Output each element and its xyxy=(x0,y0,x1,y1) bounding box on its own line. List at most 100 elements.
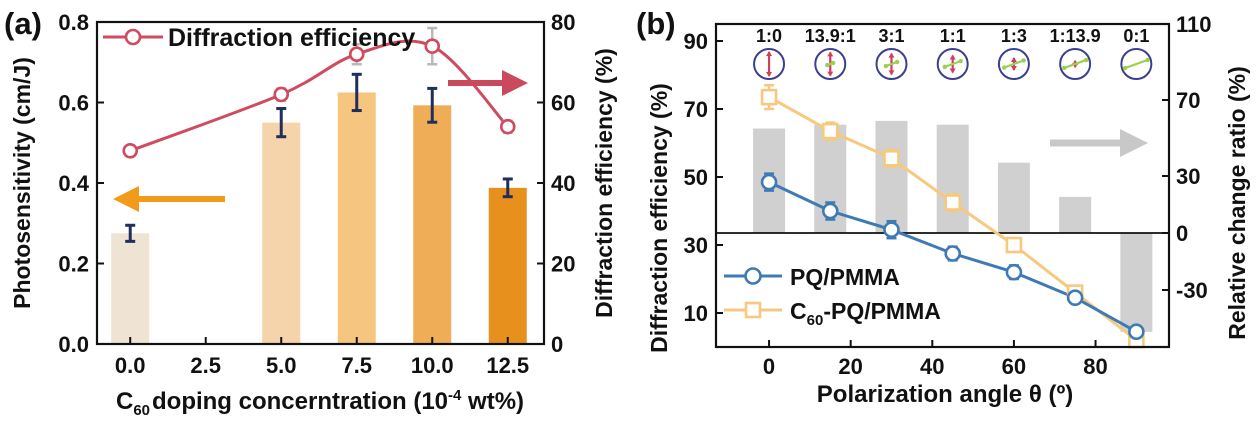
arrowhead-icon xyxy=(1010,66,1017,71)
y2-tick-label: 30 xyxy=(1176,164,1200,189)
c60-pq-pmma-point xyxy=(1005,236,1023,254)
panel-a-arrow-left xyxy=(113,186,225,212)
y-tick-label: 0.6 xyxy=(58,91,89,116)
panel-b-plot-frame xyxy=(714,22,1171,349)
arrowhead-icon xyxy=(888,52,895,58)
panel-a-label: (a) xyxy=(4,6,42,41)
y2-tick-label: 0 xyxy=(1176,221,1188,246)
ratio-label: 1:0 xyxy=(756,26,782,46)
arrowhead-icon xyxy=(949,54,956,60)
y2-tick-label: 40 xyxy=(551,171,575,196)
panel-a-plot-frame xyxy=(95,20,546,346)
horizontal-polarization-arrow-icon xyxy=(1124,58,1149,70)
panel-b-legend: PQ/PMMA C60-PQ/PMMA xyxy=(724,264,941,329)
change-ratio-bar xyxy=(875,120,908,233)
pq-pmma-point xyxy=(1066,289,1084,307)
arrowhead-icon xyxy=(1001,65,1007,70)
pq-pmma-point xyxy=(883,221,900,238)
y2-tick-label: 20 xyxy=(551,252,575,277)
y-tick-label: 90 xyxy=(684,29,708,54)
x-tick-label: 0.0 xyxy=(115,353,146,378)
change-ratio-bar xyxy=(1120,233,1153,332)
c60-pq-pmma-point xyxy=(883,150,900,167)
panel-a-x-ticks: 0.0 2.5 5.0 7.5 10.0 12.5 xyxy=(115,337,529,378)
arrowhead-icon xyxy=(1083,57,1089,63)
change-ratio-bar xyxy=(936,124,969,233)
arrowhead-icon xyxy=(825,62,830,68)
arrowhead-icon xyxy=(827,71,834,77)
arrowhead-icon xyxy=(883,63,889,69)
panel-a-y-ticks: 0.00.20.40.60.8 xyxy=(58,10,104,357)
efficiency-point xyxy=(348,46,365,63)
panel-b-y2-axis-label: Relative change ratio (%) xyxy=(1224,66,1250,340)
x-tick-label: 10.0 xyxy=(411,353,454,378)
ratio-label: 3:1 xyxy=(878,26,904,46)
y-tick-label: 30 xyxy=(684,233,708,258)
y-tick-label: 0.2 xyxy=(58,252,89,277)
change-ratio-bar xyxy=(1059,196,1092,233)
x-tick-label: 5.0 xyxy=(266,353,297,378)
panel-a-legend: Diffraction efficiency xyxy=(103,24,415,52)
arrowhead-icon xyxy=(766,72,773,77)
x-tick-label: 2.5 xyxy=(190,353,221,378)
panel-a-y2-axis-label: Diffraction efficiency (%) xyxy=(591,48,617,318)
x-tick-label: 7.5 xyxy=(341,353,372,378)
x-tick-label: 80 xyxy=(1083,354,1107,379)
panel-b-x-axis-label: Polarization angle θ (º) xyxy=(817,381,1073,408)
panel-b-series-points xyxy=(760,88,1145,349)
panel-b-arrow-right xyxy=(1050,129,1148,157)
horizontal-polarization-arrow-icon xyxy=(1063,59,1087,69)
x-tick-label: 40 xyxy=(920,354,944,379)
efficiency-point xyxy=(499,118,516,135)
y2-tick-label: 60 xyxy=(551,91,575,116)
x-tick-label: 60 xyxy=(1002,354,1026,379)
photosensitivity-bar xyxy=(488,187,527,344)
y-tick-label: 0.8 xyxy=(58,10,89,35)
panel-a-bars xyxy=(111,92,527,344)
legend-pq-label: PQ/PMMA xyxy=(790,264,900,290)
efficiency-point xyxy=(122,143,139,159)
horizontal-polarization-arrow-icon xyxy=(944,60,962,68)
pq-pmma-point xyxy=(1005,263,1023,281)
horizontal-polarization-arrow-icon xyxy=(1003,59,1025,69)
y2-tick-label: 0 xyxy=(551,332,563,357)
efficiency-point xyxy=(273,86,290,103)
c60-pq-pmma-point xyxy=(944,194,962,211)
y2-tick-label: -30 xyxy=(1176,278,1208,303)
panel-a-legend-label: Diffraction efficiency xyxy=(168,24,415,52)
y2-tick-label: 80 xyxy=(551,10,575,35)
arrowhead-icon xyxy=(958,58,963,64)
photosensitivity-bar xyxy=(262,122,301,344)
arrowhead-icon xyxy=(949,68,956,74)
panel-a-y2-ticks: 0 20 40 60 80 xyxy=(537,10,575,357)
arrowhead-icon xyxy=(1062,65,1067,71)
panel-b-polarization-icons xyxy=(753,48,1153,80)
y2-tick-label: 70 xyxy=(1176,88,1200,113)
ratio-label: 1:13.9 xyxy=(1050,26,1101,46)
arrowhead-icon xyxy=(1010,57,1017,62)
arrowhead-icon xyxy=(942,64,947,70)
x-tick-label: 20 xyxy=(838,354,862,379)
photosensitivity-bar xyxy=(337,92,376,344)
y2-tick-label: 110 xyxy=(1176,12,1212,37)
arrowhead-icon xyxy=(766,51,773,56)
panel-b-y2-ticks: -30 0 30 70 110 xyxy=(1162,12,1212,303)
legend-c60-label: C60-PQ/PMMA xyxy=(790,298,941,329)
y-tick-label: 70 xyxy=(684,97,708,122)
x-tick-label: 12.5 xyxy=(486,353,529,378)
arrowhead-icon xyxy=(1145,57,1150,63)
arrowhead-icon xyxy=(827,51,834,57)
panel-a-x-axis-label: C60doping concerntration (10-4 wt%) xyxy=(116,387,524,419)
panel-b-label: (b) xyxy=(636,6,676,41)
arrowhead-icon xyxy=(888,70,895,76)
panel-a-legend-marker xyxy=(124,28,142,46)
arrowhead-icon xyxy=(894,59,900,65)
ratio-label: 13.9:1 xyxy=(805,26,856,46)
pq-pmma-point xyxy=(1128,323,1145,341)
legend-pq-marker xyxy=(744,267,762,285)
